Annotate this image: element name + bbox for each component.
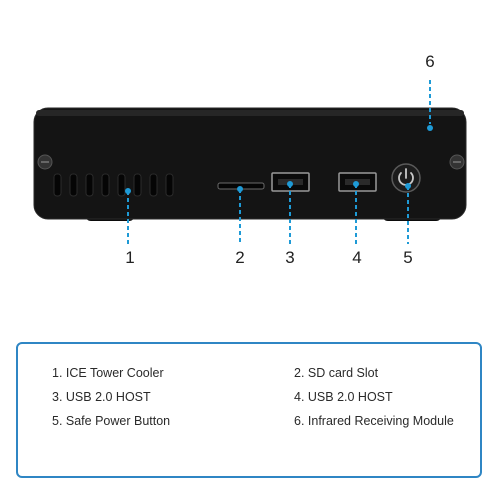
legend-item-4: 4. USB 2.0 HOST xyxy=(294,390,393,404)
callout-label-2: 2 xyxy=(235,248,244,267)
legend-item-1: 1. ICE Tower Cooler xyxy=(52,366,164,380)
legend-box: 1. ICE Tower Cooler 2. SD card Slot 3. U… xyxy=(16,342,482,478)
power-icon xyxy=(391,163,421,193)
callout-label-6: 6 xyxy=(425,52,434,71)
legend-item-3: 3. USB 2.0 HOST xyxy=(52,390,151,404)
callout-label-1: 1 xyxy=(125,248,134,267)
screw-icon xyxy=(449,154,465,170)
callout-dots xyxy=(125,125,433,194)
legend-item-6: 6. Infrared Receiving Module xyxy=(294,414,454,428)
callout-label-4: 4 xyxy=(352,248,361,267)
screw-icon xyxy=(37,154,53,170)
device-body xyxy=(33,107,467,220)
cooler-vents xyxy=(53,173,174,197)
legend-item-5: 5. Safe Power Button xyxy=(52,414,171,428)
callout-label-3: 3 xyxy=(285,248,294,267)
callout-lines xyxy=(127,80,431,244)
legend-item-2: 2. SD card Slot xyxy=(294,366,379,380)
device-body-highlight xyxy=(36,110,464,116)
device-diagram: 1 2 3 4 5 6 xyxy=(33,52,467,267)
callout-label-5: 5 xyxy=(403,248,412,267)
